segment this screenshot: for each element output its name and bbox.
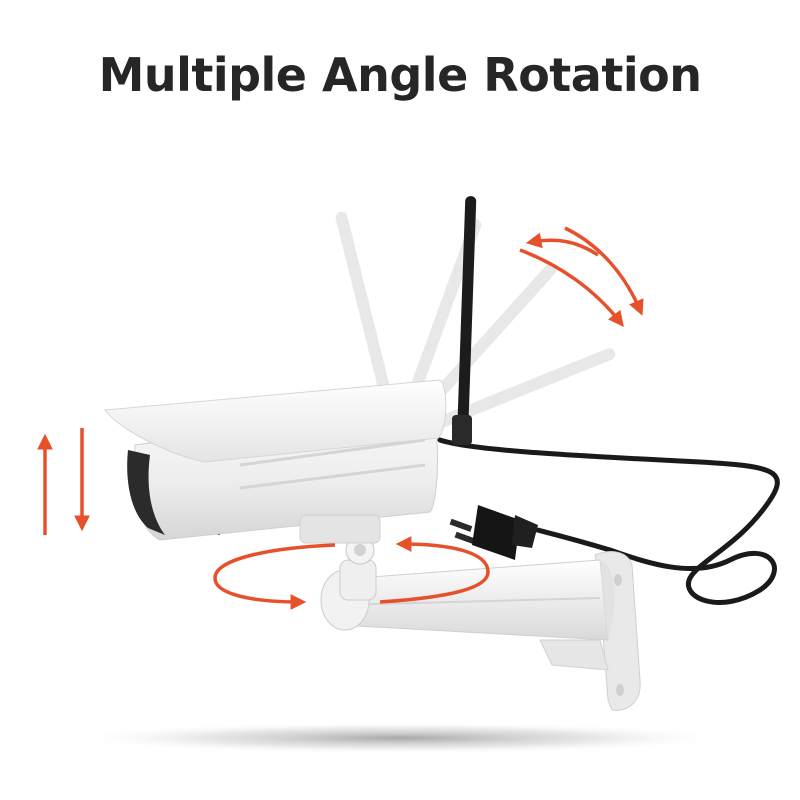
camera-body bbox=[104, 379, 447, 544]
floor-shadow bbox=[70, 722, 730, 754]
wall-mount bbox=[320, 535, 641, 711]
power-cable bbox=[437, 437, 780, 605]
antenna-rotate-arrows bbox=[519, 226, 644, 327]
power-plug-icon bbox=[449, 505, 538, 560]
page-title: Multiple Angle Rotation bbox=[98, 48, 702, 102]
vertical-tilt-arrows bbox=[37, 428, 90, 535]
antenna bbox=[452, 196, 477, 445]
horizontal-pan-arrows bbox=[213, 536, 490, 610]
